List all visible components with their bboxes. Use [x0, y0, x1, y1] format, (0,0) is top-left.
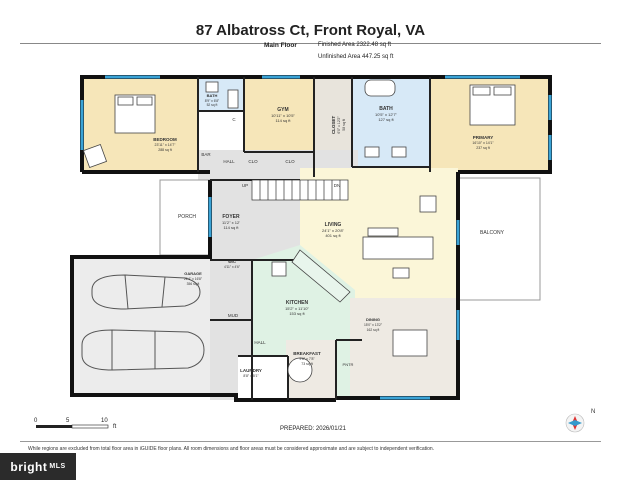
unfinished-area: Unfinished Area 447.25 sq ft — [318, 54, 394, 60]
bedroom-area-text: 288 sq ft — [158, 148, 171, 152]
bath2-dims: 10'5" x 12'7" — [375, 112, 398, 117]
balcony-outline — [458, 177, 541, 301]
bath1-area-text: 52 sq ft — [207, 103, 218, 107]
hall-label-top: HALL — [223, 159, 235, 164]
wic-name: W/C — [228, 259, 236, 264]
brand-main: bright — [10, 459, 48, 474]
hall-label-bottom: HALL — [254, 340, 266, 345]
header-rule — [20, 43, 601, 44]
mud-label: MUD — [228, 313, 239, 318]
primary-area-text: 237 sq ft — [476, 146, 489, 150]
breakfast-name: BREAKFAST — [293, 351, 321, 356]
balcony-label: BALCONY — [480, 230, 505, 236]
foyer-area-text: 114 sq ft — [223, 225, 239, 230]
plan-title: 87 Albatross Ct, Front Royal, VA — [195, 22, 426, 39]
kitchen-name: KITCHEN — [286, 300, 309, 306]
gym-dims: 10'11" x 10'5" — [271, 113, 295, 118]
gym-area — [244, 77, 314, 152]
footer-rule — [20, 441, 601, 442]
breakfast-area-text: 73 sq ft — [301, 362, 313, 366]
wic-dims: 4'11" x 4'6" — [224, 265, 241, 269]
laundry-dims: 8'8" x 5'1" — [243, 374, 259, 378]
scale-unit: ft — [113, 424, 117, 430]
garage-cars — [81, 274, 205, 371]
dining-name: DINING — [366, 317, 380, 322]
porch-label: PORCH — [178, 214, 196, 220]
bath2-name: BATH — [379, 106, 393, 112]
pntr-label: PNTR — [343, 362, 354, 367]
living-dims: 24'1" x 20'8" — [322, 228, 345, 233]
foyer-dims: 11'2" x 12' — [222, 220, 240, 225]
garage-area-text: 356 sq ft — [187, 282, 200, 286]
living-area-text: 401 sq ft — [325, 233, 341, 238]
brand-suffix: MLS — [49, 463, 66, 470]
finished-area: Finished Area 2322.48 sq ft — [318, 42, 392, 48]
living-name: LIVING — [325, 222, 342, 228]
bath2-area-text: 127 sq ft — [378, 117, 394, 122]
garage-name: GARAGE — [184, 271, 202, 276]
floor-label: Main Floor — [264, 42, 297, 49]
breakfast-dims: 9'6" x 7'8" — [299, 357, 315, 361]
compass-icon: N — [565, 409, 595, 433]
scale-ten: 10 — [101, 418, 108, 424]
bedroom-dims: 23'11" x 14'7" — [155, 143, 177, 147]
kitchen-area-text: 153 sq ft — [289, 311, 305, 316]
dn-label: DN — [334, 183, 341, 188]
scale-zero: 0 — [34, 418, 38, 424]
porch-outline — [159, 179, 211, 256]
bath1-name: BATH — [207, 93, 218, 98]
dining-dims: 15'0" x 13'2" — [364, 323, 383, 327]
clo-label-2: CLO — [285, 159, 295, 164]
kitchen-dims: 15'2" x 11'10" — [285, 306, 309, 311]
bar-label: BAR — [201, 152, 211, 157]
primary-dims: 16'10" x 14'1" — [472, 141, 494, 145]
bath1-dims: 8'9" x 6'8" — [205, 99, 220, 103]
disclaimer: While regions are excluded from total fl… — [28, 446, 435, 452]
clo-label-1: CLO — [248, 159, 258, 164]
primary-name: PRIMARY — [473, 135, 494, 140]
garage-dims: 21'4" x 16'8" — [184, 277, 203, 281]
brand-logo: bright MLS — [0, 453, 76, 480]
laundry-area — [238, 356, 288, 400]
gym-area-text: 114 sq ft — [275, 118, 291, 123]
dining-area-text: 162 sq ft — [367, 328, 380, 332]
compass-north: N — [591, 409, 595, 415]
prepared-date: PREPARED: 2026/01/21 — [280, 426, 346, 432]
scale-five: 5 — [66, 418, 70, 424]
closet-name: CLOSET — [331, 116, 336, 135]
scale-bar — [36, 424, 109, 429]
closet-area-text: 58 sq ft — [342, 119, 346, 131]
up-label: UP — [242, 183, 248, 188]
room-labels: BEDROOM 23'11" x 14'7" 288 sq ft BATH 8'… — [153, 93, 504, 378]
furniture — [82, 79, 516, 383]
stairs — [251, 179, 349, 201]
gym-name: GYM — [277, 107, 288, 113]
closet-dims: 6'0" x 12'2" — [337, 116, 341, 134]
bedroom-name: BEDROOM — [153, 137, 177, 142]
laundry-name: LAUNDRY — [240, 368, 262, 373]
foyer-name: FOYER — [222, 214, 240, 220]
garage-area — [72, 257, 210, 393]
windows — [80, 75, 552, 400]
c-label: C — [232, 117, 236, 122]
